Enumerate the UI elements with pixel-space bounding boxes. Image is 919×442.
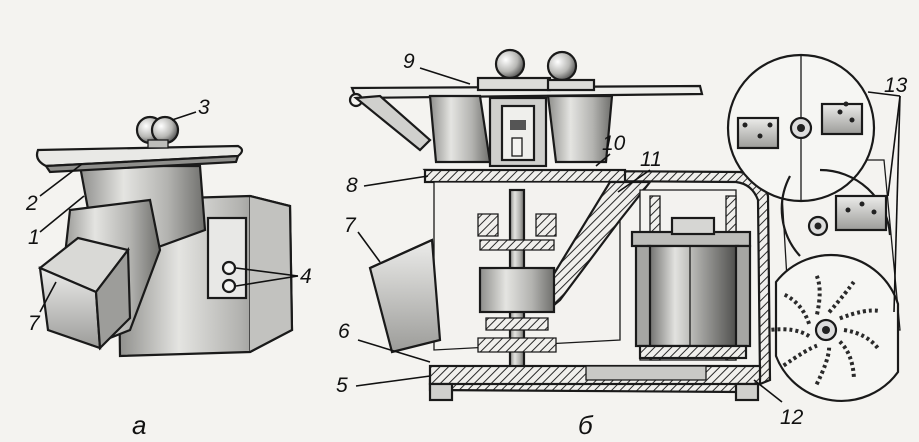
partition-plate xyxy=(423,168,627,184)
pusher-knob-right xyxy=(150,115,180,145)
section-view xyxy=(348,48,772,402)
label-1: 1 xyxy=(28,226,40,249)
label-7-exterior: 7 xyxy=(28,312,41,335)
switch-button-lower xyxy=(221,278,237,294)
label-11: 11 xyxy=(640,148,662,171)
grater-slot xyxy=(843,328,881,351)
grater-slot xyxy=(814,347,832,387)
exterior-view xyxy=(35,115,294,358)
label-9: 9 xyxy=(403,50,415,73)
grater-slot xyxy=(838,340,856,379)
label-13: 13 xyxy=(884,74,908,97)
caption-a: а xyxy=(132,410,146,440)
leader-lines xyxy=(39,67,901,403)
chute-section xyxy=(368,238,442,354)
view-captions: а б xyxy=(132,410,594,440)
label-12: 12 xyxy=(780,406,804,429)
slicing-disc-upper xyxy=(726,53,876,203)
grater-slot xyxy=(827,280,856,314)
grater-slot xyxy=(769,327,811,338)
grater-disc xyxy=(769,253,900,402)
label-10: 10 xyxy=(602,132,626,155)
grater-slot xyxy=(839,308,879,321)
label-3: 3 xyxy=(198,96,210,119)
switch-button-upper xyxy=(221,260,237,276)
label-8: 8 xyxy=(346,174,358,197)
electric-motor xyxy=(630,216,752,360)
label-5: 5 xyxy=(336,374,348,397)
gear-housing xyxy=(478,266,556,314)
label-6: 6 xyxy=(338,320,350,343)
section-knob-left xyxy=(494,48,526,80)
label-7-section: 7 xyxy=(344,214,357,237)
grater-slot xyxy=(814,274,822,315)
label-2: 2 xyxy=(25,192,38,215)
cutting-discs xyxy=(726,53,901,402)
part-labels: 1 2 3 4 7 5 6 7 8 9 10 11 12 13 xyxy=(25,50,908,429)
grater-slot xyxy=(782,292,811,325)
slicing-disc-middle xyxy=(780,168,892,257)
grater-slot xyxy=(781,343,818,368)
label-4: 4 xyxy=(300,265,312,288)
caption-b: б xyxy=(578,410,594,440)
section-knob-right xyxy=(546,50,578,82)
